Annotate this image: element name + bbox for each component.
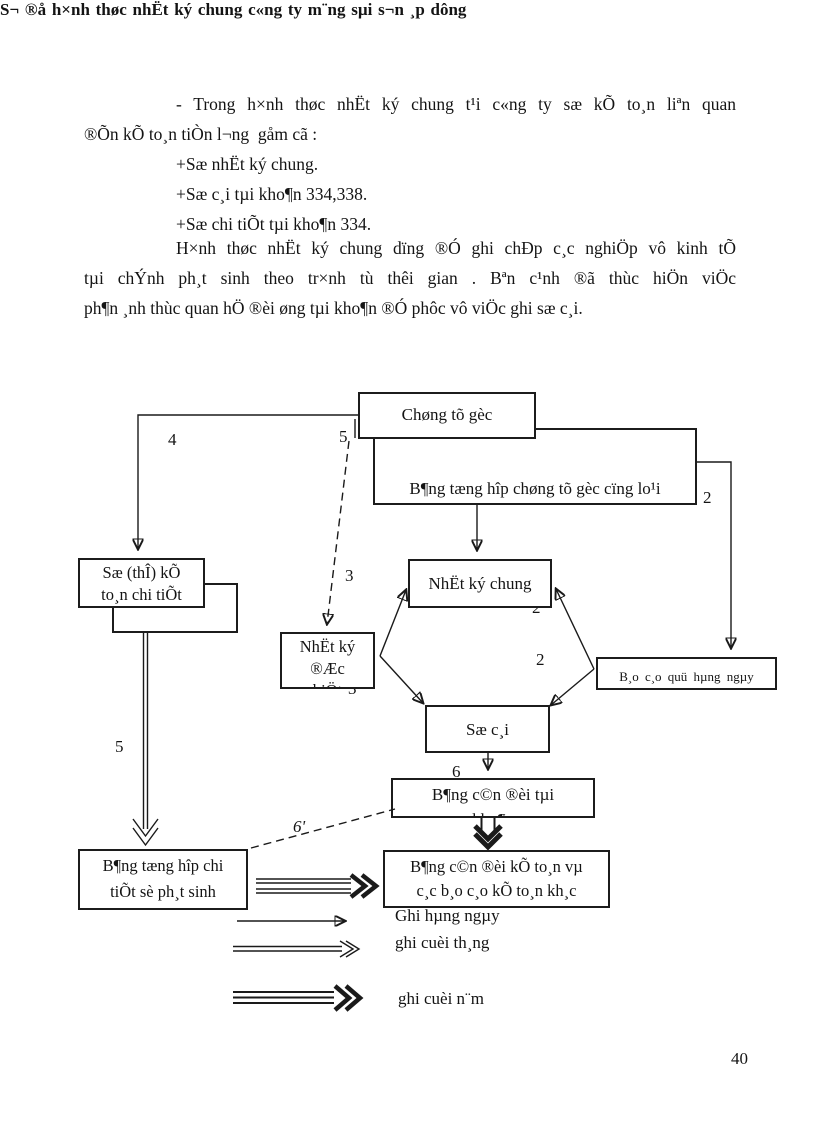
flow-box-label: NhËt ký (299, 637, 356, 656)
arrow-dashed-chungtu-to-nkdb (327, 440, 350, 624)
flow-box-nhat-ky-chung: NhËt ký chung (408, 559, 552, 608)
legend-yearly-label: ghi cuèi n¨m (398, 989, 484, 1008)
flow-box-label: kho¶n (393, 807, 593, 816)
intro-line-2: ®Õn kÕ to¸n tiÒn l¬ng gåm cã : (84, 124, 318, 144)
legend-monthly-arrow (233, 940, 361, 958)
flow-box-bang-can-doi-ke-toan: B¶ng c©n ®èi kÕ to¸n vµ c¸c b¸o c¸o kÕ t… (383, 850, 610, 908)
step-label-5-top: 5 (339, 427, 348, 446)
intro-bullet-3: +Sæ chi tiÕt tµi kho¶n 334. (176, 214, 372, 234)
flow-box-label: B¶ng c©n ®èi tµi (431, 785, 555, 804)
flow-box-label: B¶ng tæng hîp chøng tõ gèc cïng lo¹i (409, 479, 661, 498)
flow-box-bang-tong-hop-chi-tiet: B¶ng tæng hîp chi tiÕt sè ph¸t sinh (78, 849, 248, 910)
legend-daily-label: Ghi hµng ngµy (395, 906, 500, 925)
page-number: 40 (731, 1049, 748, 1068)
arrow-nkdb-to-socai (379, 655, 423, 703)
intro-bullet-2: +Sæ c¸i tµi kho¶n 334,338. (176, 184, 368, 204)
flow-box-label: ®Æc (310, 659, 345, 678)
para2-line-3: ph¶n ¸nh thùc quan hÖ ®èi øng tµi kho¶n … (84, 298, 583, 318)
legend-monthly-label: ghi cuèi th¸ng (395, 933, 490, 952)
arrow-nkdb-to-nkc (379, 590, 406, 657)
flow-box-label: biÖt (282, 680, 373, 687)
arrow-baocaoquy-to-socai (551, 668, 595, 705)
flow-box-so-cai: Sæ c¸i (425, 705, 550, 753)
flow-box-label: to¸n chi tiÕt (101, 585, 182, 604)
para2-line-2: tµi chÝnh ph¸t sinh theo tr×nh tù thêi g… (84, 268, 736, 288)
arrow-double-sothe-to-bangchitiet (132, 633, 159, 847)
intro-bullet-1: +Sæ nhËt ký chung. (176, 154, 319, 174)
flow-box-label: Sæ (thÎ) kÕ (102, 563, 181, 582)
para2-line-1: H×nh thøc nhËt ký chung dïng ®Ó ghi chÐp… (176, 238, 736, 258)
flow-box-bang-tong-hop-chung-tu: B¶ng tæng hîp chøng tõ gèc cïng lo¹i (373, 428, 697, 505)
step-label-6: 6 (452, 762, 461, 781)
diagram-title: S¬ ®å h×nh thøc nhËt ký chung c«ng ty m¨… (0, 0, 467, 19)
step-label-2-middle: 2 (536, 650, 545, 669)
arrow-baocaoquy-to-nkc (556, 589, 595, 670)
flow-box-label: B¶ng c©n ®èi kÕ to¸n vµ (410, 857, 583, 876)
flow-box-chung-tu-goc: Chøng tõ gèc (358, 392, 536, 439)
flow-box-bao-cao-quy-hang-ngay: B¸o c¸o quü hµng ngµy (596, 657, 777, 690)
step-label-6-prime: 6' (293, 817, 306, 836)
arrow-yearend-bangchitiet-to-bangcandoikt (256, 873, 380, 899)
line-dashed-6prime (250, 808, 396, 849)
legend-yearly-arrow (233, 984, 364, 1012)
flow-box-bang-can-doi-tai-khoan: B¶ng c©n ®èi tµi kho¶n (391, 778, 595, 818)
step-label-2-right: 2 (703, 488, 712, 507)
flow-box-label: c¸c b¸o c¸o kÕ to¸n kh¸c (416, 881, 577, 900)
flow-box-label: B¶ng tæng hîp chi (102, 856, 224, 875)
flow-box-nhat-ky-dac-biet: NhËt ký ®Æc biÖt (280, 632, 375, 689)
flow-box-label: tiÕt sè ph¸t sinh (110, 882, 216, 901)
step-label-3-dashed: 3 (345, 566, 354, 585)
arrow-yearend-bangcandoitk-to-bangcandoikt (473, 818, 503, 851)
step-label-4: 4 (168, 430, 177, 449)
step-label-5-left: 5 (115, 737, 124, 756)
intro-line-1: - Trong h×nh thøc nhËt ký chung t¹i c«ng… (176, 94, 736, 114)
flow-box-so-the-ke-toan-chi-tiet: Sæ (thÎ) kÕ to¸n chi tiÕt (78, 558, 205, 608)
